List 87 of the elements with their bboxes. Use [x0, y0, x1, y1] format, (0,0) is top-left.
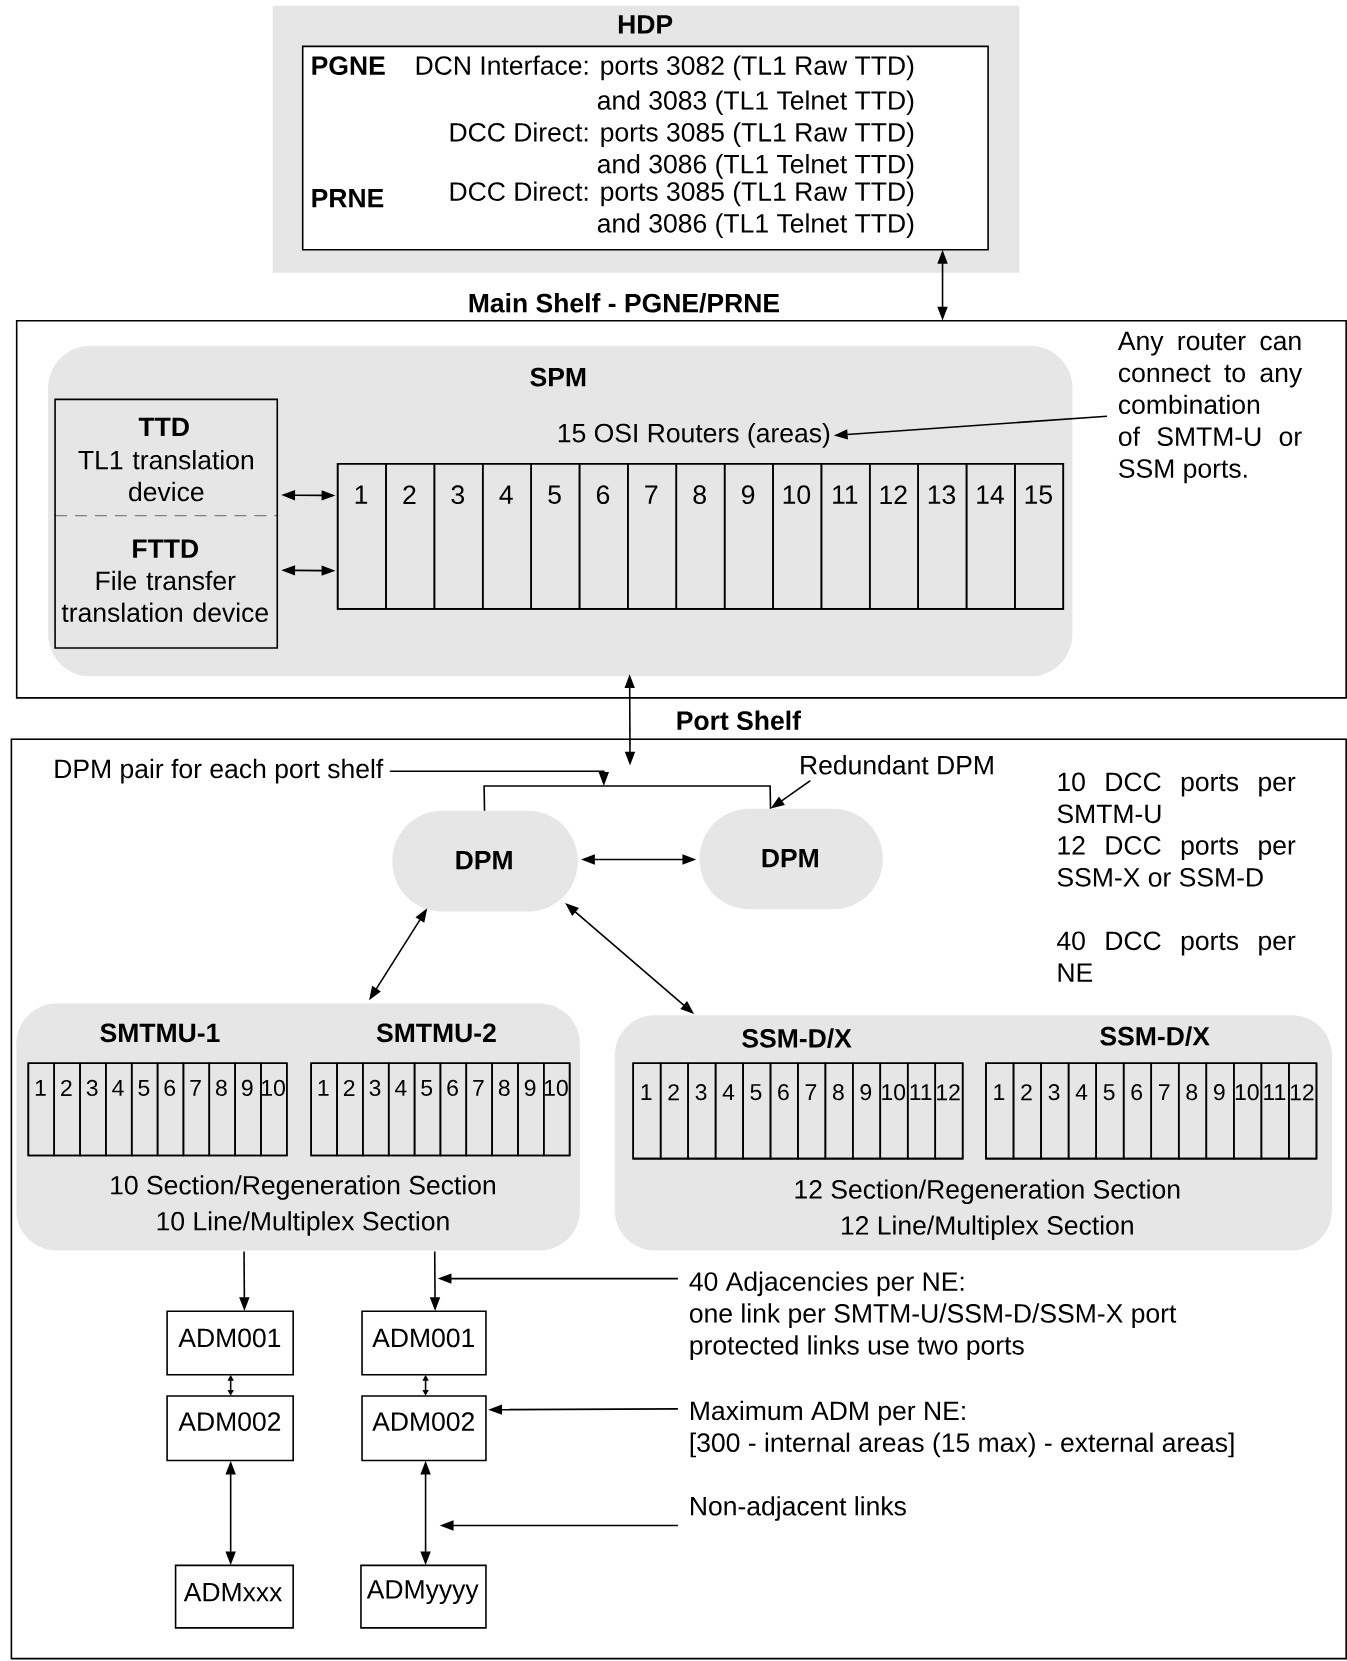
note-text: 40 Adjacencies per NE: one link per SMTM-U/SSM-D/SSM-X port protected links use two ports — [689, 1271, 1176, 1360]
port-cell: 4 — [481, 462, 532, 610]
port-cell: 11 — [1260, 1062, 1290, 1160]
port-cell: 4 — [387, 1062, 416, 1157]
port-cell: 2 — [659, 1062, 689, 1160]
port-cell: 2 — [385, 462, 436, 610]
note-text: 12 DCC ports per SSM-X or SSM-D — [1057, 836, 1296, 887]
port-cell: 10 — [542, 1062, 571, 1157]
info-box: PGNE DCN Interface: ports 3082 (TL1 Raw TTD) and 3083 (TL1 Telnet TTD) DCC Direct: ports 3085 (TL1 Raw TTD) and 3086 (TL1 Telnet TTD) PRNE DCC Direct: ports 3085 (TL1 Raw TTD) and 3086 (TL1 Telnet TTD) — [301, 45, 989, 251]
device-box: ADMyyyy — [359, 1564, 487, 1629]
port-cell: 8 — [208, 1062, 236, 1157]
port-cell: 1 — [632, 1062, 662, 1160]
port-cell: 2 — [53, 1062, 81, 1157]
port-cell: 2 — [1012, 1062, 1042, 1160]
device-box: TTD TL1 translation device — [54, 398, 278, 517]
port-cell: 6 — [1122, 1062, 1152, 1160]
port-cell: 12 — [868, 462, 919, 610]
port-cell: 3 — [1040, 1062, 1070, 1160]
text-label: 15 OSI Routers (areas) — [558, 423, 829, 448]
node-label: SMTMU-1 — [100, 1023, 220, 1043]
port-cell: 2 — [336, 1062, 364, 1157]
port-cell: 7 — [796, 1062, 826, 1160]
device-box: ADM002 — [166, 1395, 294, 1462]
device-box: FTTD File transfer translation device — [54, 514, 278, 649]
port-cell: 13 — [917, 462, 968, 610]
port-cell: 5 — [413, 1062, 441, 1157]
port-cell: 8 — [824, 1062, 854, 1160]
port-cell: 5 — [530, 462, 581, 610]
port-cell: 10 — [879, 1062, 909, 1160]
port-cell: 1 — [336, 462, 387, 610]
node-label: Main Shelf - PGNE/PRNE — [469, 293, 779, 313]
note-text: Any router can connect to any combination of SMTM-U or SSM ports. — [1117, 331, 1302, 484]
text-label: Non-adjacent links — [690, 1496, 906, 1521]
port-cell: 1 — [310, 1062, 338, 1157]
port-cell: 5 — [742, 1062, 772, 1160]
node-label: SSM-D/X — [741, 1028, 852, 1049]
rounded-box: DPM — [392, 810, 578, 912]
note-text: 10 DCC ports per SMTM-U — [1057, 772, 1296, 824]
port-cell: 7 — [1150, 1062, 1180, 1160]
port-cell: 9 — [516, 1062, 545, 1157]
port-cell: 7 — [182, 1062, 210, 1157]
port-cell: 9 — [1205, 1062, 1235, 1160]
note-text: 40 DCC ports per NE — [1056, 931, 1296, 982]
node-label: Port Shelf — [677, 710, 801, 731]
port-cell: 6 — [439, 1062, 467, 1157]
port-cell: 12 — [934, 1062, 964, 1160]
port-cell: 4 — [104, 1062, 133, 1157]
port-cell: 1 — [984, 1062, 1015, 1160]
port-cell: 6 — [578, 462, 629, 610]
device-box: ADM001 — [361, 1310, 487, 1376]
port-cell: 8 — [675, 462, 726, 610]
device-box: ADM001 — [166, 1310, 294, 1376]
port-cell: 11 — [820, 462, 871, 610]
connector-line — [483, 785, 772, 812]
port-cell: 9 — [851, 1062, 881, 1160]
note-text: Maximum ADM per NE: [300 - internal areas (15 max) - external areas] — [690, 1400, 1234, 1458]
port-cell: 10 — [1232, 1062, 1262, 1160]
port-cell: 12 — [1287, 1062, 1318, 1160]
port-cell: 9 — [723, 462, 774, 610]
port-cell: 10 — [259, 1062, 288, 1157]
port-cell: 1 — [27, 1062, 55, 1157]
port-cell: 3 — [687, 1062, 717, 1160]
port-cell: 4 — [714, 1062, 744, 1160]
port-cell: 3 — [361, 1062, 390, 1157]
port-cell: 3 — [79, 1062, 107, 1157]
text-label: DPM pair for each port shelf — [55, 758, 384, 784]
rounded-box: DPM — [699, 808, 883, 910]
port-cell: 7 — [626, 462, 677, 610]
node-label: SSM-D/X — [1099, 1026, 1210, 1046]
port-cell: 7 — [465, 1062, 493, 1157]
port-cell: 15 — [1013, 462, 1064, 610]
port-cell: 6 — [156, 1062, 184, 1157]
port-cell: 3 — [433, 462, 484, 610]
port-cell: 8 — [1177, 1062, 1207, 1160]
port-cell: 10 — [772, 462, 822, 610]
node-label: SMTMU-2 — [376, 1023, 496, 1043]
port-cell: 11 — [906, 1062, 936, 1160]
device-box: ADMxxx — [174, 1564, 294, 1629]
text-label: Redundant DPM — [800, 755, 993, 775]
port-cell: 8 — [491, 1062, 519, 1157]
port-cell: 6 — [769, 1062, 799, 1160]
port-cell: 5 — [130, 1062, 159, 1157]
port-cell: 4 — [1067, 1062, 1097, 1160]
port-cell: 9 — [234, 1062, 262, 1157]
port-cell: 5 — [1095, 1062, 1125, 1160]
port-cell: 14 — [965, 462, 1016, 610]
device-box: ADM002 — [361, 1395, 487, 1462]
